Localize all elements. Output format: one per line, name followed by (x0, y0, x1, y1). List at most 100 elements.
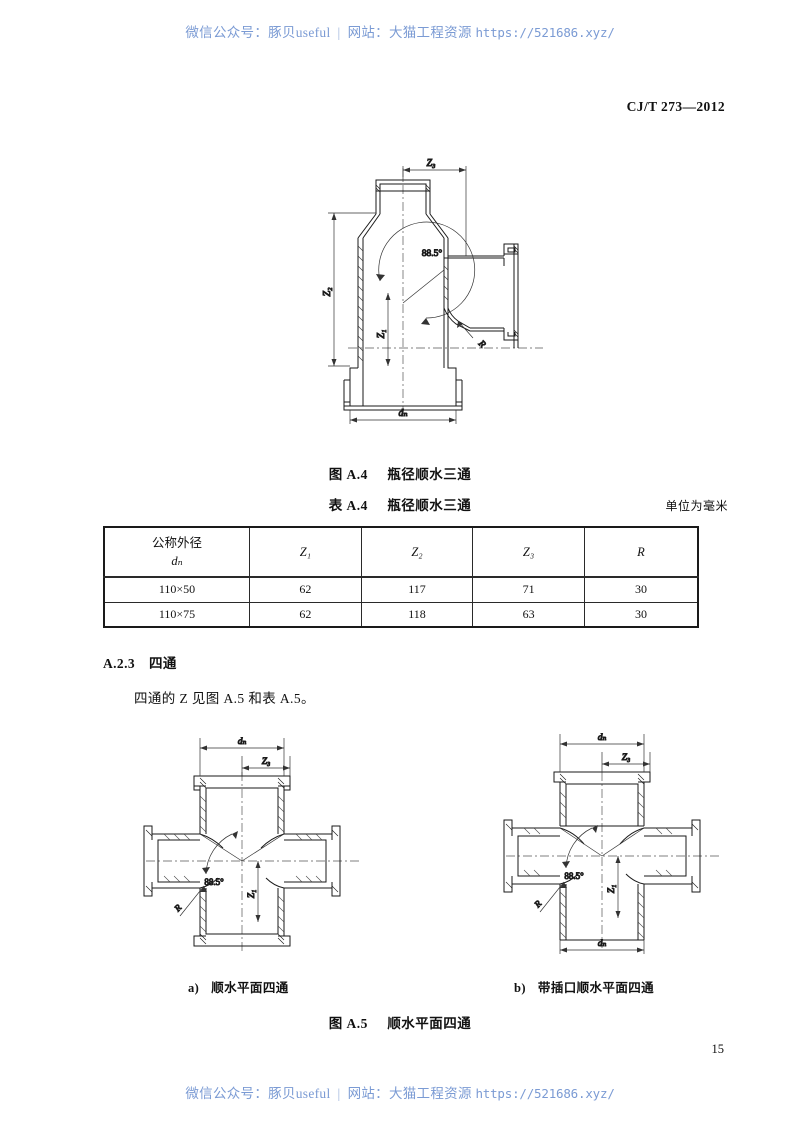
label-z3: Z₃ (622, 753, 631, 763)
dimension-z1 (255, 861, 261, 922)
dimension-r (457, 320, 474, 339)
label-z1: Z₁ (607, 885, 617, 894)
centerlines (506, 772, 720, 948)
label-dn: dₙ (238, 737, 247, 747)
standard-number: CJ/T 273—2012 (626, 99, 725, 114)
table-row: 110×75 62 118 63 30 (104, 601, 698, 627)
label-r: R (172, 902, 184, 914)
figure-a4-svg: Z₃ Z₂ Z₁ dₙ (322, 158, 543, 424)
watermark-url: https://521686.xyz/ (475, 25, 615, 40)
table-a4-caption: 表 A.4 瓶径顺水三通 (0, 494, 800, 514)
figure-a5-caption-label: 图 A.5 (328, 1016, 368, 1031)
right-branch (284, 825, 341, 897)
table-a4-unit-note: 单位为毫米 (665, 499, 728, 513)
dimension-dn-top (559, 734, 645, 772)
sweep-fillets (199, 833, 285, 889)
figure-a5b-svg: dₙ Z₃ Z₁ 88.5° (503, 733, 720, 954)
table-cell-z3: 71 (472, 576, 585, 603)
right-branch (644, 819, 701, 893)
table-cell-r: 30 (583, 601, 698, 627)
watermark-site-label: 网站：大猫工程资源 (347, 25, 472, 40)
table-cell-r: 30 (583, 576, 698, 603)
centerlines (146, 772, 360, 954)
dimension-z2 (328, 212, 376, 367)
label-z3: Z₃ (426, 158, 436, 169)
bottom-branch (193, 888, 291, 947)
table-cell-dn: 110×50 (104, 576, 251, 603)
table-a4: 公称外径 dₙ Z₁ Z₂ Z₃ R 110×50 62 117 71 30 1… (103, 526, 699, 628)
figure-a5-caption-title: 顺水平面四通 (387, 1016, 472, 1031)
watermark-bottom: 微信公众号：豚贝useful | 网站：大猫工程资源 https://521686.… (0, 1082, 800, 1102)
dimension-z3 (241, 756, 291, 776)
table-header-dn-line1: 公称外径 (152, 535, 203, 550)
table-header-z3: Z₃ (472, 527, 585, 578)
dimension-r (539, 881, 567, 913)
watermark-separator: | (337, 1086, 341, 1101)
watermark-separator: | (337, 25, 341, 40)
table-cell-z2: 118 (360, 601, 474, 627)
watermark-top: 微信公众号：豚贝useful | 网站：大猫工程资源 https://521686.… (0, 21, 800, 41)
figure-a5a-caption: a) 顺水平面四通 (188, 977, 289, 996)
centerlines (348, 168, 543, 416)
table-header-z1: Z₁ (249, 527, 362, 578)
table-header-row: 公称外径 dₙ Z₁ Z₂ Z₃ R (104, 527, 698, 578)
figure-a4-caption: 图 A.4 瓶径顺水三通 (0, 463, 800, 483)
label-z1: Z₁ (376, 329, 387, 338)
label-angle: 88.5° (204, 877, 224, 887)
angle-arc (559, 825, 645, 869)
pipe-body-outline (343, 179, 519, 411)
label-r: R (475, 338, 487, 350)
watermark-url: https://521686.xyz/ (475, 1086, 615, 1101)
table-cell-z2: 117 (360, 576, 474, 603)
label-dn-top: dₙ (598, 733, 607, 743)
left-branch (503, 819, 560, 893)
label-angle: 88.5° (422, 248, 443, 259)
table-header-dn: 公称外径 dₙ (104, 527, 251, 578)
watermark-wechat-label: 微信公众号：豚贝useful (185, 1086, 331, 1101)
table-cell-z1: 62 (249, 576, 362, 603)
dimension-z1 (385, 293, 391, 366)
table-header-dn-line2: dₙ (171, 554, 183, 568)
figure-a5a-caption-title: 顺水平面四通 (211, 981, 289, 995)
figure-a5a-svg: dₙ Z₃ Z₁ 88.5° (143, 737, 360, 954)
figure-a5b-caption-title: 带插口顺水平面四通 (537, 981, 655, 995)
watermark-wechat-label: 微信公众号：豚贝useful (185, 25, 331, 40)
figure-a5-caption: 图 A.5 顺水平面四通 (0, 1012, 800, 1032)
label-angle: 88.5° (564, 871, 584, 881)
dimension-dn-bottom (559, 940, 645, 954)
label-z3: Z₃ (262, 757, 271, 767)
angle-arc (199, 831, 285, 875)
section-a23-heading: A.2.3 四通 (103, 652, 177, 672)
figure-a5a-drawing: dₙ Z₃ Z₁ 88.5° (138, 726, 364, 958)
dimension-z3 (402, 166, 467, 256)
figure-a5a-caption-label: a) (188, 981, 200, 995)
label-z1: Z₁ (247, 890, 257, 899)
figure-a5b-drawing: dₙ Z₃ Z₁ 88.5° (498, 726, 724, 958)
label-r: R (532, 898, 544, 910)
dimension-dn (199, 738, 285, 776)
figure-a5b-caption: b) 带插口顺水平面四通 (514, 977, 654, 996)
table-a4-caption-title: 瓶径顺水三通 (387, 498, 472, 513)
table-cell-z1: 62 (249, 601, 362, 627)
left-branch (143, 825, 200, 897)
page-number: 15 (711, 1042, 725, 1056)
figure-a4-caption-title: 瓶径顺水三通 (387, 467, 472, 482)
table-a4-caption-label: 表 A.4 (328, 498, 368, 513)
table-cell-z3: 63 (472, 601, 585, 627)
section-a23-number: A.2.3 (103, 656, 135, 671)
table-header-z2: Z₂ (360, 527, 474, 578)
dimension-r (179, 885, 207, 917)
sweep-fillets (559, 827, 645, 885)
section-a23-body: 四通的 Z 见图 A.5 和表 A.5。 (134, 691, 315, 706)
dimension-dn (349, 410, 457, 424)
label-z2: Z₂ (322, 287, 333, 297)
label-dn-bottom: dₙ (598, 939, 607, 949)
figure-a5b-caption-label: b) (514, 981, 526, 995)
watermark-site-label: 网站：大猫工程资源 (347, 1086, 472, 1101)
bottom-spigot (559, 884, 645, 941)
table-row: 110×50 62 117 71 30 (104, 576, 698, 603)
table-cell-dn: 110×75 (104, 601, 251, 627)
section-a23-title: 四通 (149, 656, 177, 671)
dimension-z1 (615, 856, 621, 918)
angle-arc (376, 221, 476, 325)
